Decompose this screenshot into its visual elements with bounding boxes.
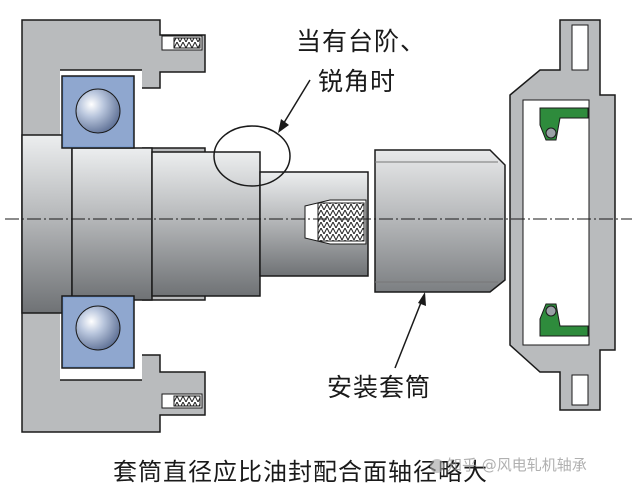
end-cover	[509, 19, 616, 411]
annotation-step-line2: 锐角时	[318, 67, 397, 96]
step-highlight-ellipse	[213, 125, 291, 187]
top-screw	[161, 35, 203, 51]
shaft	[21, 134, 369, 314]
annotation-step-line1: 当有台阶、	[296, 27, 427, 56]
bearing-bottom	[61, 295, 135, 369]
watermark-text: 知乎 @风电轧机轴承	[447, 456, 587, 474]
bearing-top	[61, 75, 135, 149]
installation-sleeve	[374, 149, 506, 293]
diagram-caption: 套筒直径应比油封配合面轴径略大	[113, 458, 488, 486]
arrow-to-step	[278, 79, 311, 133]
bottom-screw	[161, 393, 203, 409]
bearing-ball-top	[75, 88, 121, 134]
annotation-sleeve: 安装套筒	[327, 373, 432, 402]
watermark: 知乎 @风电轧机轴承	[430, 454, 587, 475]
watermark-logo-icon	[430, 458, 444, 473]
arrow-to-sleeve	[394, 292, 426, 369]
bearing-ball-bottom	[75, 305, 121, 351]
